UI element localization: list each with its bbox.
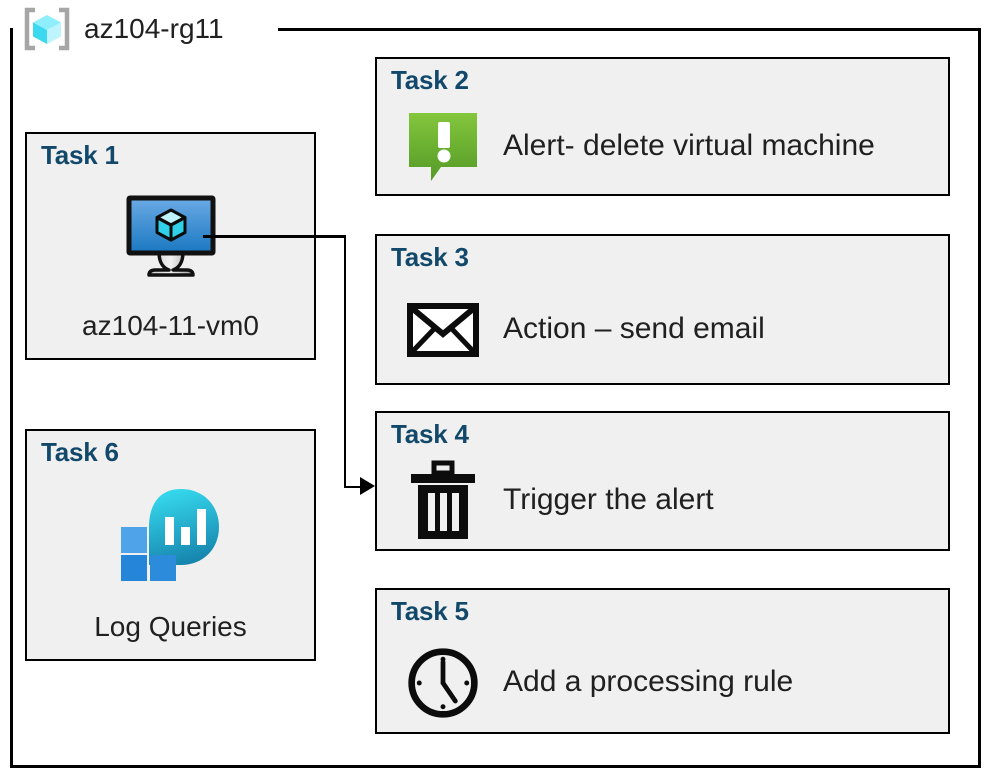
virtual-machine-icon xyxy=(123,190,219,287)
task-card-task3[interactable]: Task 3 Action – send email xyxy=(375,234,950,385)
connector-segment-vertical xyxy=(343,235,346,487)
task-label: Add a processing rule xyxy=(503,665,794,698)
connector-segment-horizontal-bottom xyxy=(343,485,368,488)
connector-segment-horizontal-top xyxy=(203,235,346,238)
task-icon-wrap xyxy=(27,186,314,290)
resource-group-border-top xyxy=(278,28,981,31)
task-label: Trigger the alert xyxy=(503,483,714,516)
alert-exclamation-icon xyxy=(405,109,481,185)
task-label: Log Queries xyxy=(94,611,247,642)
task-title: Task 2 xyxy=(391,65,469,95)
task-row-body: Add a processing rule xyxy=(405,634,938,732)
arrow-right-icon xyxy=(360,477,375,495)
task-title: Task 1 xyxy=(41,140,119,170)
envelope-icon xyxy=(405,292,481,368)
resource-group-border-right xyxy=(978,28,981,768)
resource-group-border-bottom xyxy=(10,765,981,768)
task-row-body: Action – send email xyxy=(405,276,938,383)
task-row-body: Trigger the alert xyxy=(405,453,938,549)
resource-group-border-left xyxy=(10,28,13,768)
task-card-task5[interactable]: Task 5 Add a processing rule xyxy=(375,588,950,734)
resource-group-name: az104-rg11 xyxy=(84,13,224,44)
trash-can-icon xyxy=(405,460,481,539)
resource-group-cube-icon xyxy=(22,6,72,52)
task-title: Task 6 xyxy=(41,437,119,467)
task-label: Alert- delete virtual machine xyxy=(503,128,875,162)
task-title: Task 3 xyxy=(391,242,469,272)
task-label: az104-11-vm0 xyxy=(82,310,259,341)
task-title: Task 5 xyxy=(391,596,469,626)
resource-group-label: az104-rg11 xyxy=(22,2,234,56)
log-analytics-icon xyxy=(119,483,223,588)
task-label: Action – send email xyxy=(503,311,765,345)
task-card-task1[interactable]: Task 1 xyxy=(25,132,316,360)
task-card-task6[interactable]: Task 6 xyxy=(25,429,316,661)
task-card-task2[interactable]: Task 2 Alert- delete virtual machine xyxy=(375,57,950,196)
task-icon-wrap xyxy=(27,483,314,587)
task-row-body: Alert- delete virtual machine xyxy=(405,99,938,194)
task-title: Task 4 xyxy=(391,419,469,449)
clock-icon xyxy=(405,645,481,721)
task-card-task4[interactable]: Task 4 Trigger the alert xyxy=(375,411,950,551)
